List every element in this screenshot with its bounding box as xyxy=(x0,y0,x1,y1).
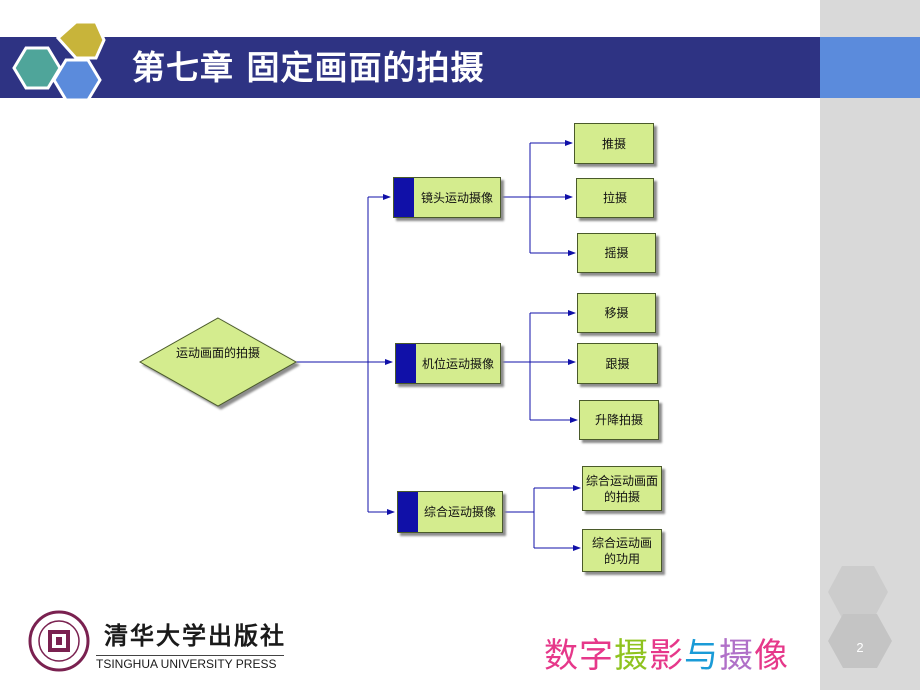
node-bar xyxy=(394,178,414,217)
node-camera-position-movement: 机位运动摄像 xyxy=(395,343,501,384)
node-track: 移摄 xyxy=(577,293,656,333)
book-title-char: 影 xyxy=(649,636,684,676)
node-combined-shooting: 综合运动画面 的拍摄 xyxy=(582,466,662,511)
publisher-name-chinese: 清华大学出版社 xyxy=(104,621,286,650)
node-push: 推摄 xyxy=(574,123,654,164)
book-title-char: 与 xyxy=(684,636,719,676)
node-pull: 拉摄 xyxy=(576,178,654,218)
book-title-char: 像 xyxy=(754,636,789,676)
connector-lines xyxy=(138,140,581,551)
page-number-hexagon-icon xyxy=(828,614,892,668)
book-title-char: 摄 xyxy=(614,636,649,676)
title-bar xyxy=(0,37,820,98)
node-combined-function: 综合运动画 的功用 xyxy=(582,529,662,572)
node-crane: 升降拍摄 xyxy=(579,400,659,440)
book-title-char: 摄 xyxy=(719,636,754,676)
book-title-char: 字 xyxy=(579,636,614,676)
publisher-name-english: TSINGHUA UNIVERSITY PRESS xyxy=(96,657,277,671)
hexagon-logo-icon xyxy=(12,20,106,102)
book-title-char: 数 xyxy=(544,636,579,676)
slide-title: 第七章 固定画面的拍摄 xyxy=(132,48,485,87)
title-accent xyxy=(820,37,920,98)
node-bar xyxy=(398,492,418,532)
decorative-hexagon-icon xyxy=(828,566,888,618)
node-pan: 摇摄 xyxy=(577,233,656,273)
book-title: 数字摄影与摄像 xyxy=(544,628,789,677)
node-bar xyxy=(396,344,416,383)
node-follow: 跟摄 xyxy=(577,343,658,384)
page-number: 2 xyxy=(856,640,864,655)
node-combined-movement: 综合运动摄像 xyxy=(397,491,503,533)
publisher-divider xyxy=(96,655,284,656)
university-seal-icon xyxy=(28,610,90,672)
node-lens-movement: 镜头运动摄像 xyxy=(393,177,501,218)
root-node-label: 运动画面的拍摄 xyxy=(175,346,260,360)
